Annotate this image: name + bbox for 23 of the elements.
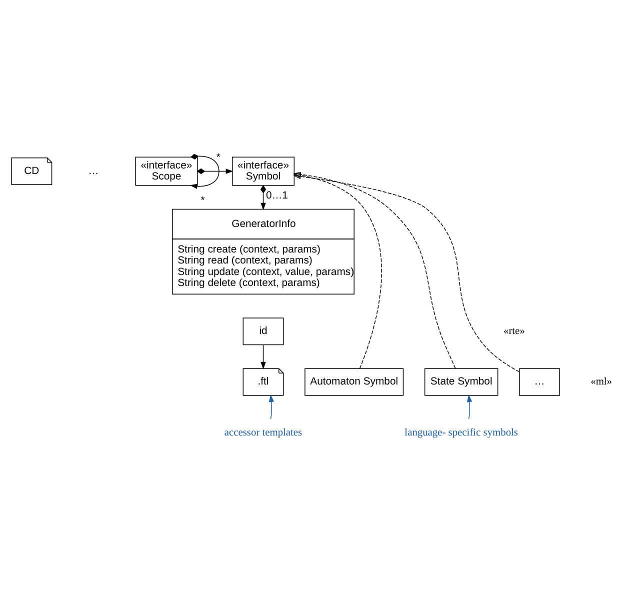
node-box: «interface» Scope xyxy=(135,156,198,186)
arrow xyxy=(268,394,274,420)
arrow xyxy=(260,185,266,210)
node-text: accessor templates xyxy=(224,427,302,438)
edge-label: 0…1 xyxy=(266,190,288,202)
edge-label: * xyxy=(200,196,205,207)
arrow xyxy=(190,154,220,189)
label: … xyxy=(88,166,99,178)
arrow xyxy=(196,168,234,174)
arrow xyxy=(293,172,456,369)
node-box: … xyxy=(519,368,560,396)
node-box: State Symbol xyxy=(424,368,498,396)
arrow xyxy=(466,394,472,420)
label: «ml» xyxy=(590,376,612,388)
node-box: Automaton Symbol xyxy=(304,368,404,396)
node-box: id xyxy=(242,318,284,346)
arrow xyxy=(293,174,520,372)
label: «rte» xyxy=(504,326,525,338)
edge-label: * xyxy=(216,152,220,164)
node-text: language- specific symbols xyxy=(404,427,518,438)
arrow xyxy=(293,172,382,369)
arrow xyxy=(260,344,266,370)
node-box: «interface» Symbol xyxy=(232,156,295,186)
